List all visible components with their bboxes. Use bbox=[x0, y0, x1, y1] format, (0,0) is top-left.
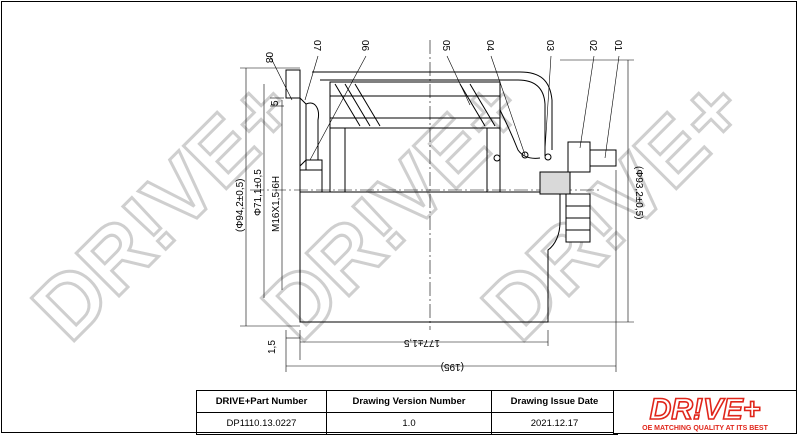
filter-body bbox=[285, 69, 561, 323]
logo-text: DR!VE+ bbox=[650, 393, 761, 426]
callout-04: 04 bbox=[484, 40, 495, 52]
callout-leaders bbox=[269, 55, 620, 161]
callout-02: 02 bbox=[587, 40, 598, 52]
dim-gap: 5 bbox=[270, 100, 281, 106]
issue-date-value: 2021.12.17 bbox=[491, 412, 618, 435]
part-number-value: DP1110.13.0227 bbox=[196, 412, 327, 435]
callout-08: 08 bbox=[263, 52, 274, 64]
brand-logo: DR!VE+ OE MATCHING QUALITY AT ITS BEST bbox=[613, 390, 797, 434]
dim-total-length: (195) bbox=[441, 361, 464, 372]
dim-outer-diameter-left: (Φ94,2±0,5) bbox=[235, 179, 246, 233]
dim-outer-diameter-right: (Φ93,2±0,5) bbox=[633, 166, 644, 220]
dim-bottom-step: 1,5 bbox=[267, 340, 278, 354]
issue-date-label: Drawing Issue Date bbox=[491, 390, 618, 413]
callout-07: 07 bbox=[311, 40, 322, 52]
version-label: Drawing Version Number bbox=[326, 390, 492, 413]
version-value: 1.0 bbox=[326, 412, 492, 435]
logo-tagline: OE MATCHING QUALITY AT ITS BEST bbox=[642, 425, 768, 432]
dimension-lines bbox=[240, 59, 634, 372]
title-block: DRIVE+Part Number Drawing Version Number… bbox=[196, 390, 618, 435]
drain-plug bbox=[539, 141, 617, 243]
callout-03: 03 bbox=[544, 40, 555, 52]
dim-length: 177±1,5 bbox=[403, 337, 440, 348]
callout-05: 05 bbox=[440, 40, 451, 52]
dim-inner-diameter: Φ71,1±0,5 bbox=[253, 169, 264, 216]
dim-thread: M16X1,5-6H bbox=[271, 176, 282, 232]
callout-06: 06 bbox=[359, 40, 370, 52]
logo-graphic: DR!VE+ OE MATCHING QUALITY AT ITS BEST bbox=[642, 392, 768, 432]
callout-01: 01 bbox=[612, 40, 623, 52]
part-number-label: DRIVE+Part Number bbox=[196, 390, 327, 413]
